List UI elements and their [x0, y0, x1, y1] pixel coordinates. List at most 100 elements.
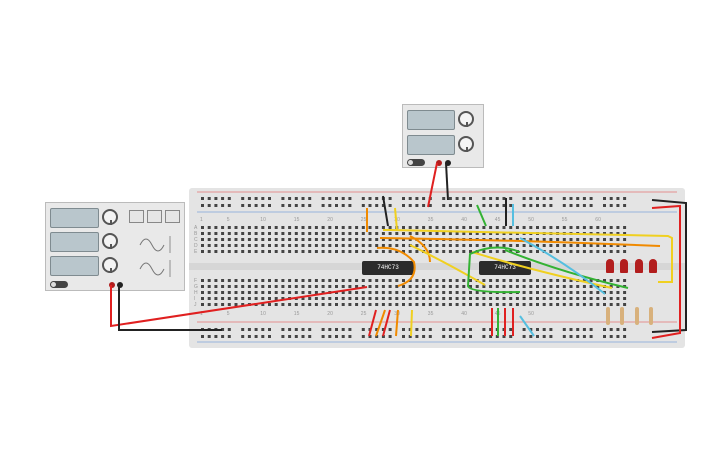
hole [221, 328, 225, 331]
resistor-2[interactable] [620, 307, 624, 325]
hole [361, 197, 365, 200]
hole [475, 285, 479, 288]
hole [395, 285, 399, 288]
negative-terminal[interactable] [445, 160, 451, 166]
resistor-3[interactable] [635, 307, 639, 325]
led-1[interactable] [606, 259, 614, 273]
hole [609, 291, 613, 294]
negative-terminal[interactable] [117, 282, 123, 288]
led-2[interactable] [620, 259, 628, 273]
hole [247, 335, 251, 338]
hole [435, 297, 439, 300]
hole [321, 250, 325, 253]
hole [616, 244, 620, 247]
hole [455, 297, 459, 300]
hole [576, 197, 580, 200]
hole [623, 285, 627, 288]
power-toggle[interactable] [407, 159, 425, 166]
hole [435, 291, 439, 294]
hole [509, 297, 513, 300]
hole [509, 303, 513, 306]
hole [609, 232, 613, 235]
hole [462, 297, 466, 300]
hole [254, 197, 258, 200]
hole [375, 244, 379, 247]
power-supply[interactable] [402, 104, 484, 168]
hole [221, 244, 225, 247]
led-4[interactable] [649, 259, 657, 273]
hole [455, 335, 459, 338]
led-3[interactable] [635, 259, 643, 273]
triangle-wave-button[interactable] [147, 210, 162, 223]
resistor-4[interactable] [649, 307, 653, 325]
resistor-1[interactable] [606, 307, 610, 325]
hole [402, 297, 405, 300]
hole [569, 197, 573, 200]
hole [214, 303, 218, 306]
hole [448, 204, 452, 207]
hole [254, 335, 258, 338]
hole [569, 291, 573, 294]
hole [214, 244, 218, 247]
voltage-display [407, 110, 455, 130]
hole [201, 238, 204, 241]
hole [482, 285, 486, 288]
hole [428, 244, 432, 247]
flip-flop-chip-1[interactable]: 74HC73 [362, 261, 414, 275]
hole [616, 328, 620, 331]
hole [288, 250, 292, 253]
voltage-knob[interactable] [458, 111, 474, 127]
hole [549, 204, 553, 207]
offset-knob[interactable] [102, 257, 118, 273]
function-generator[interactable] [45, 202, 185, 291]
hole [328, 303, 332, 306]
hole [489, 328, 493, 331]
hole [328, 291, 332, 294]
positive-terminal[interactable] [436, 160, 442, 166]
hole [482, 226, 486, 229]
hole [542, 250, 546, 253]
hole [469, 250, 472, 253]
current-display [407, 135, 455, 155]
flip-flop-chip-2[interactable]: 74HC73 [479, 261, 531, 275]
hole [509, 226, 513, 229]
hole [462, 204, 466, 207]
current-knob[interactable] [458, 136, 474, 152]
hole [381, 297, 385, 300]
hole [381, 279, 385, 282]
column-label: 30 [394, 311, 400, 317]
hole [582, 244, 586, 247]
hole [348, 297, 352, 300]
hole [623, 197, 627, 200]
hole [542, 297, 546, 300]
hole [308, 328, 312, 331]
sine-wave-button[interactable] [165, 210, 180, 223]
hole [207, 232, 211, 235]
power-toggle[interactable] [50, 281, 68, 288]
hole [274, 244, 278, 247]
hole [428, 291, 432, 294]
hole [388, 232, 392, 235]
hole [281, 244, 285, 247]
hole [281, 232, 285, 235]
hole [221, 291, 225, 294]
hole [542, 285, 546, 288]
hole [207, 335, 211, 338]
hole [616, 226, 620, 229]
hole [509, 335, 513, 338]
hole [335, 291, 338, 294]
hole [589, 297, 593, 300]
hole [408, 226, 412, 229]
amplitude-knob[interactable] [102, 233, 118, 249]
frequency-knob[interactable] [102, 209, 118, 225]
hole [549, 291, 553, 294]
hole [469, 232, 472, 235]
hole [361, 328, 365, 331]
hole [254, 303, 258, 306]
hole [308, 285, 312, 288]
positive-terminal[interactable] [109, 282, 115, 288]
hole [469, 303, 472, 306]
hole [495, 232, 499, 235]
square-wave-button[interactable] [129, 210, 144, 223]
hole [522, 303, 526, 306]
